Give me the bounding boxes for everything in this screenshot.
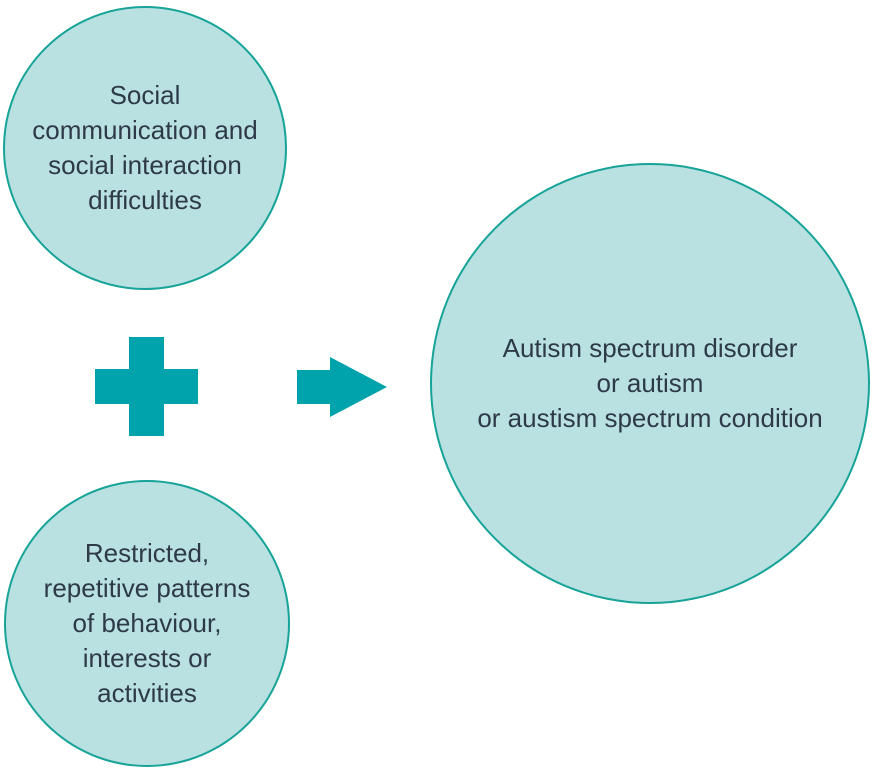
text-line: difficulties <box>88 185 202 215</box>
circle-restricted-repetitive-text: Restricted, repetitive patterns of behav… <box>44 536 251 711</box>
text-line: Autism spectrum disorder <box>502 333 798 363</box>
plus-icon <box>95 337 198 436</box>
text-line: Restricted, <box>84 538 210 568</box>
text-line: social interaction <box>48 150 242 180</box>
text-line: or austism spectrum condition <box>477 403 823 433</box>
text-line: interests or <box>82 643 212 673</box>
circle-autism-spectrum: Autism spectrum disorder or autism or au… <box>430 163 870 604</box>
text-line: communication and <box>32 115 258 145</box>
circle-restricted-repetitive: Restricted, repetitive patterns of behav… <box>4 480 290 767</box>
circle-autism-spectrum-text: Autism spectrum disorder or autism or au… <box>477 331 822 436</box>
text-line: or autism <box>596 368 704 398</box>
arrow-right-icon <box>297 357 387 417</box>
circle-social-communication-text: Social communication and social interact… <box>32 78 257 218</box>
circle-social-communication: Social communication and social interact… <box>3 6 287 290</box>
text-line: activities <box>97 678 197 708</box>
text-line: of behaviour, <box>72 608 222 638</box>
text-line: Social <box>109 80 181 110</box>
text-line: repetitive patterns <box>43 573 251 603</box>
